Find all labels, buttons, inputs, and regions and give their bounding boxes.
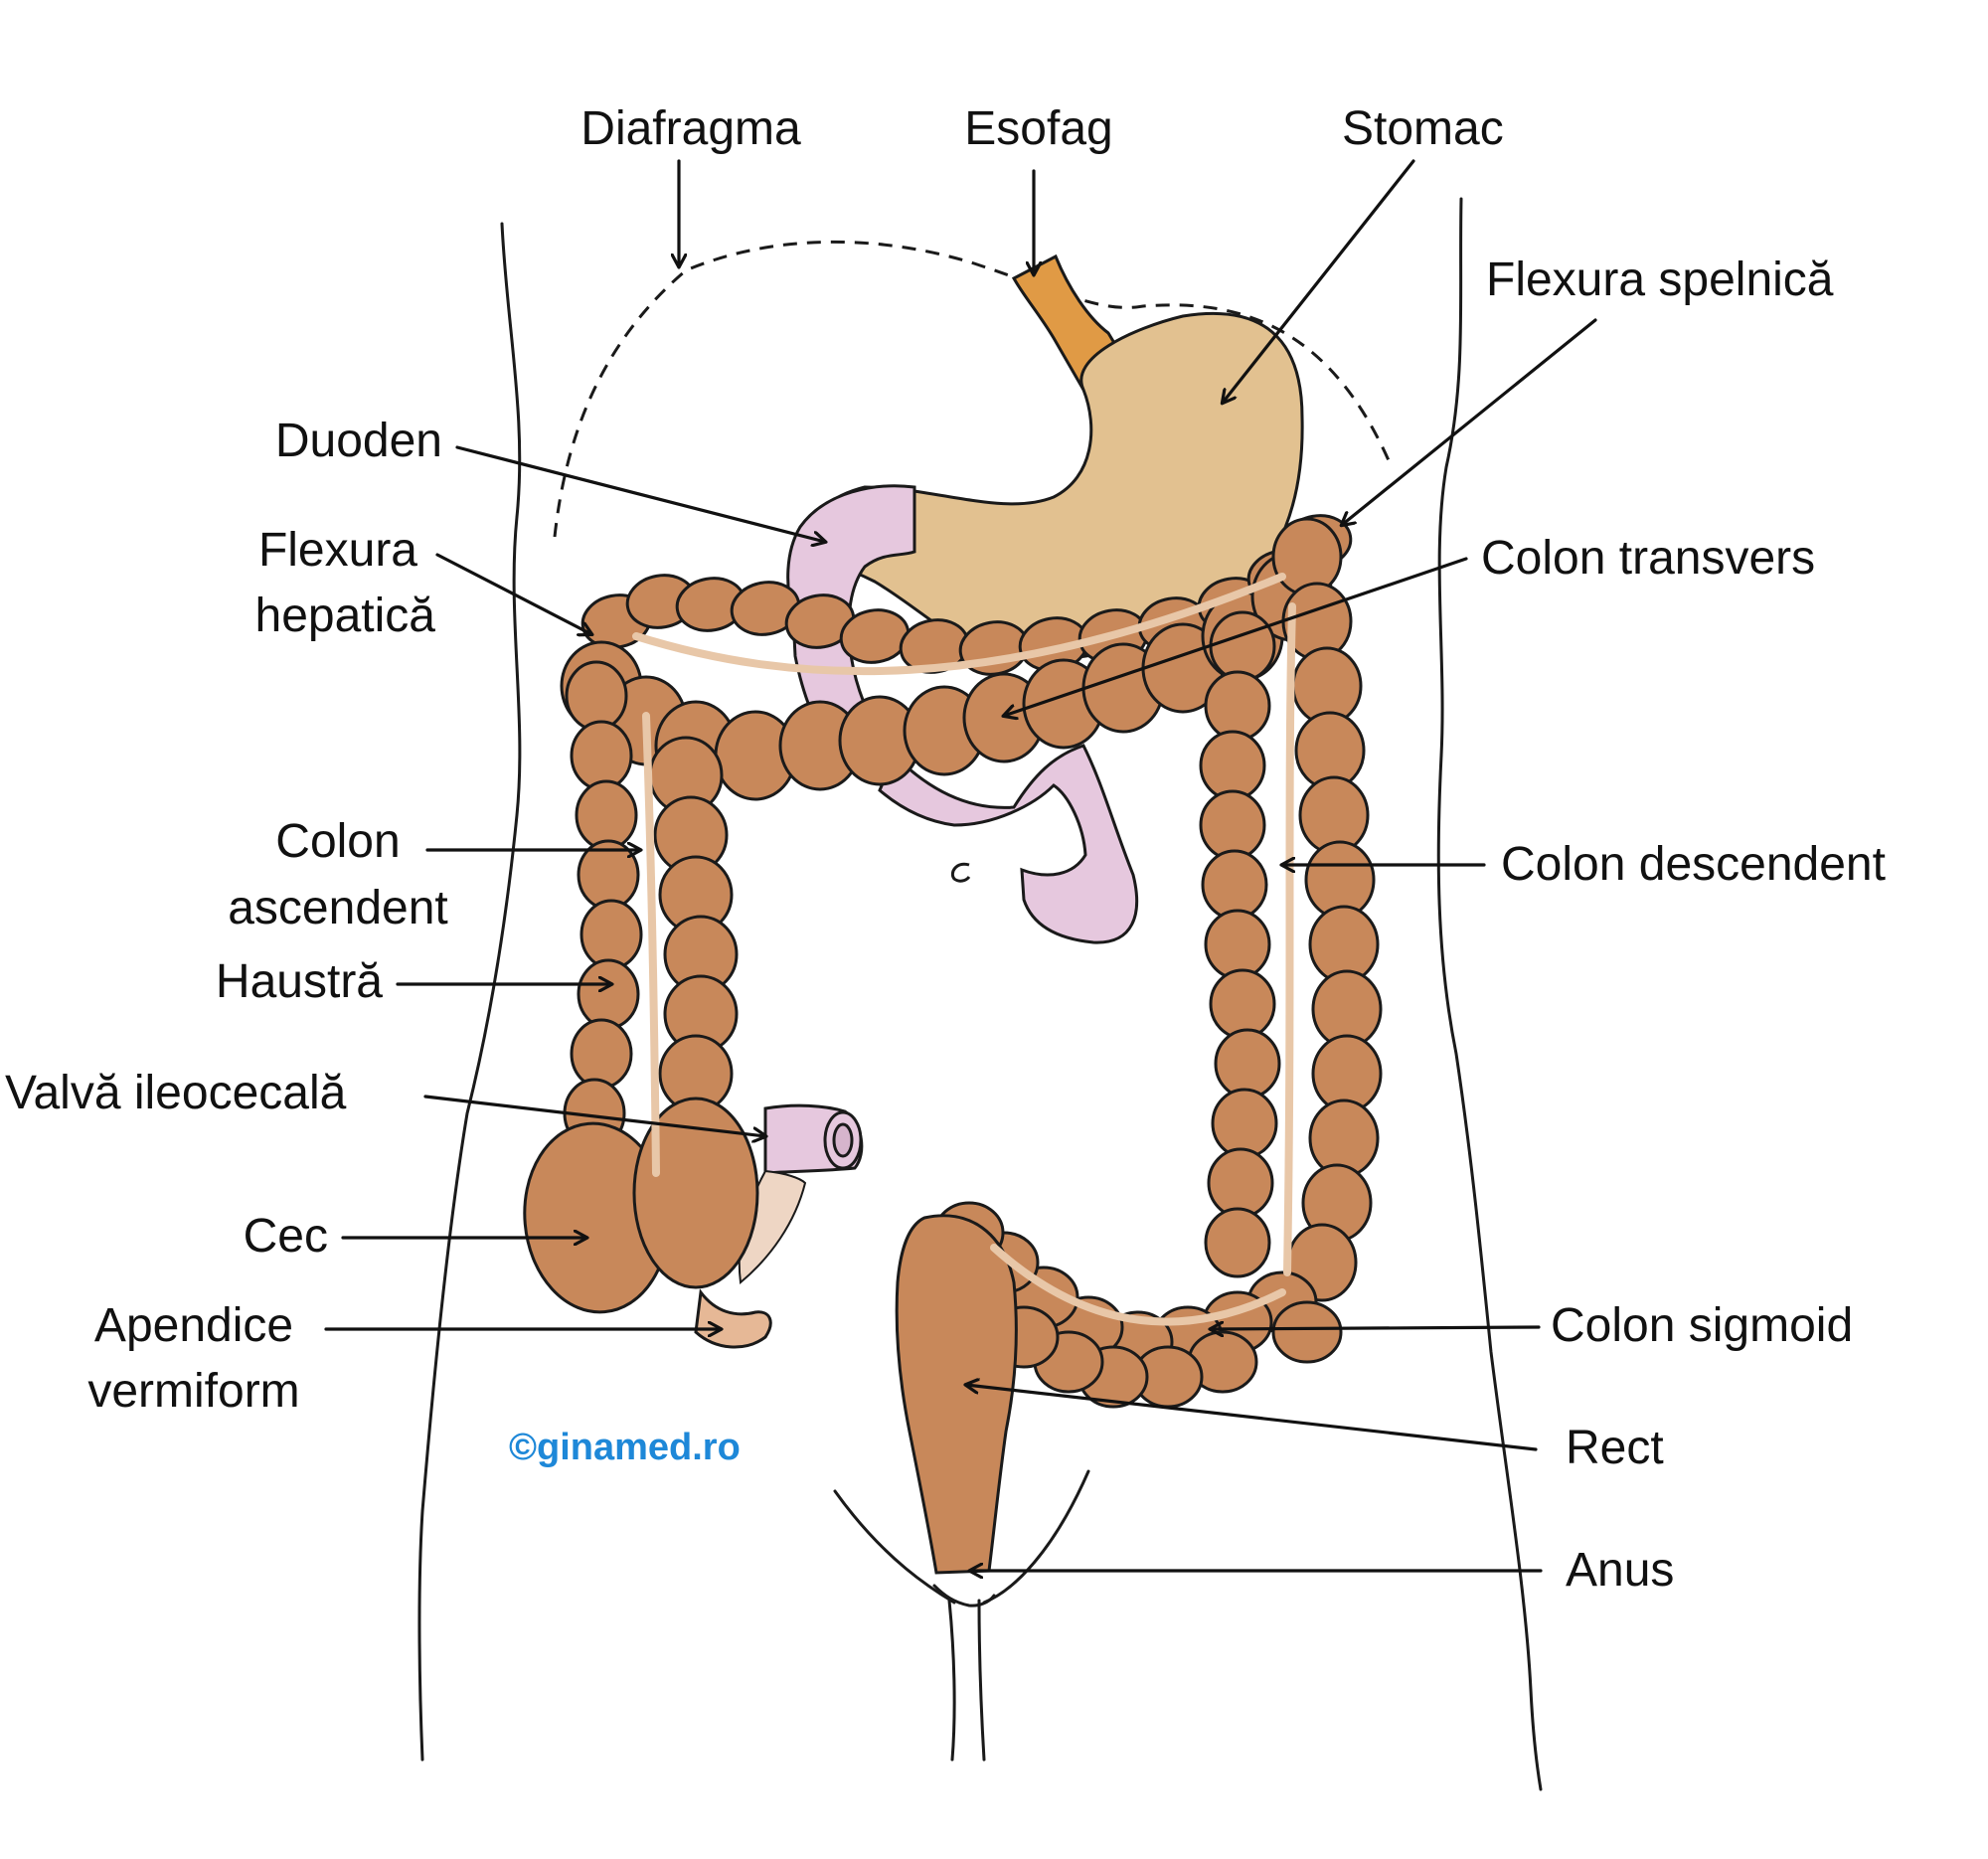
taenia-ascending	[642, 712, 660, 1177]
leader-colon-transvers	[1004, 557, 1468, 716]
haustra-descending-left	[1209, 968, 1276, 1040]
label-colon-ascendent-line1: Colon	[275, 815, 401, 868]
leader-flexura-hepatica	[435, 553, 591, 634]
body-outline	[417, 197, 1543, 1791]
label-colon-transvers: Colon transvers	[1481, 532, 1816, 585]
label-apendice-line1: Apendice	[93, 1299, 294, 1352]
haustra-ascending-left	[580, 899, 643, 970]
haustra-descending-left	[1207, 1147, 1274, 1219]
haustra-ascending-left	[577, 958, 640, 1030]
label-esofag: Esofag	[964, 102, 1113, 155]
label-flexura-hepatica-line2: hepatică	[254, 590, 435, 642]
taenia-descending	[1283, 602, 1296, 1276]
haustra-descending-left	[1204, 1207, 1271, 1278]
watermark: ©ginamed.ro	[509, 1427, 741, 1468]
haustra-descending-right	[1271, 517, 1343, 596]
label-flexura-splenica: Flexura spelnică	[1486, 254, 1834, 306]
label-rect: Rect	[1566, 1422, 1664, 1474]
label-haustra: Haustră	[215, 955, 383, 1008]
haustra-descending-left	[1199, 730, 1266, 801]
label-flexura-hepatica-line1: Flexura	[257, 524, 417, 577]
appendix-shape	[694, 1288, 772, 1349]
haustra-ascending-left	[575, 779, 638, 851]
haustra-transverse-top	[784, 593, 856, 649]
colon	[523, 514, 1383, 1575]
cecum-right	[632, 1097, 759, 1289]
haustra-descending-left	[1199, 789, 1266, 861]
leader-valva-ileocecala	[423, 1095, 765, 1136]
leader-duoden	[455, 445, 825, 542]
taenia-transverse	[632, 573, 1286, 676]
haustra-descending-left	[1209, 610, 1276, 682]
label-anus: Anus	[1566, 1544, 1675, 1597]
rectum-shape	[895, 1214, 1018, 1575]
navel	[950, 862, 971, 883]
haustra-descending-left	[1211, 1088, 1278, 1159]
label-cec: Cec	[243, 1210, 328, 1263]
label-colon-ascendent-line2: ascendent	[228, 882, 448, 934]
haustra-sigmoid	[1271, 1300, 1343, 1364]
leader-rect	[966, 1385, 1538, 1451]
label-valva-ileocecala: Valvă ileocecală	[5, 1067, 347, 1119]
haustra-descending-left	[1204, 670, 1271, 742]
label-apendice-line2: vermiform	[87, 1365, 300, 1418]
leader-colon-sigmoid	[1211, 1327, 1541, 1329]
small-intestine	[763, 484, 1139, 1175]
label-diafragma: Diafragma	[580, 102, 801, 155]
taenia-sigmoid	[990, 1244, 1286, 1326]
label-duoden: Duoden	[274, 415, 442, 467]
label-stomac: Stomac	[1342, 102, 1504, 155]
label-colon-descendent: Colon descendent	[1501, 838, 1886, 891]
label-colon-sigmoid: Colon sigmoid	[1551, 1299, 1854, 1352]
haustra-ascending-left	[570, 720, 633, 791]
haustra-ascending-left	[565, 660, 628, 732]
leader-flexura-splenica	[1342, 318, 1597, 525]
haustra-descending-left	[1214, 1028, 1281, 1099]
haustra-descending-left	[1201, 849, 1268, 921]
leader-lines	[324, 159, 1597, 1571]
diaphragm-line	[553, 240, 1394, 538]
haustra-descending-left	[1204, 909, 1271, 980]
haustra-ascending-left	[570, 1018, 633, 1090]
leader-stomac	[1223, 159, 1415, 403]
